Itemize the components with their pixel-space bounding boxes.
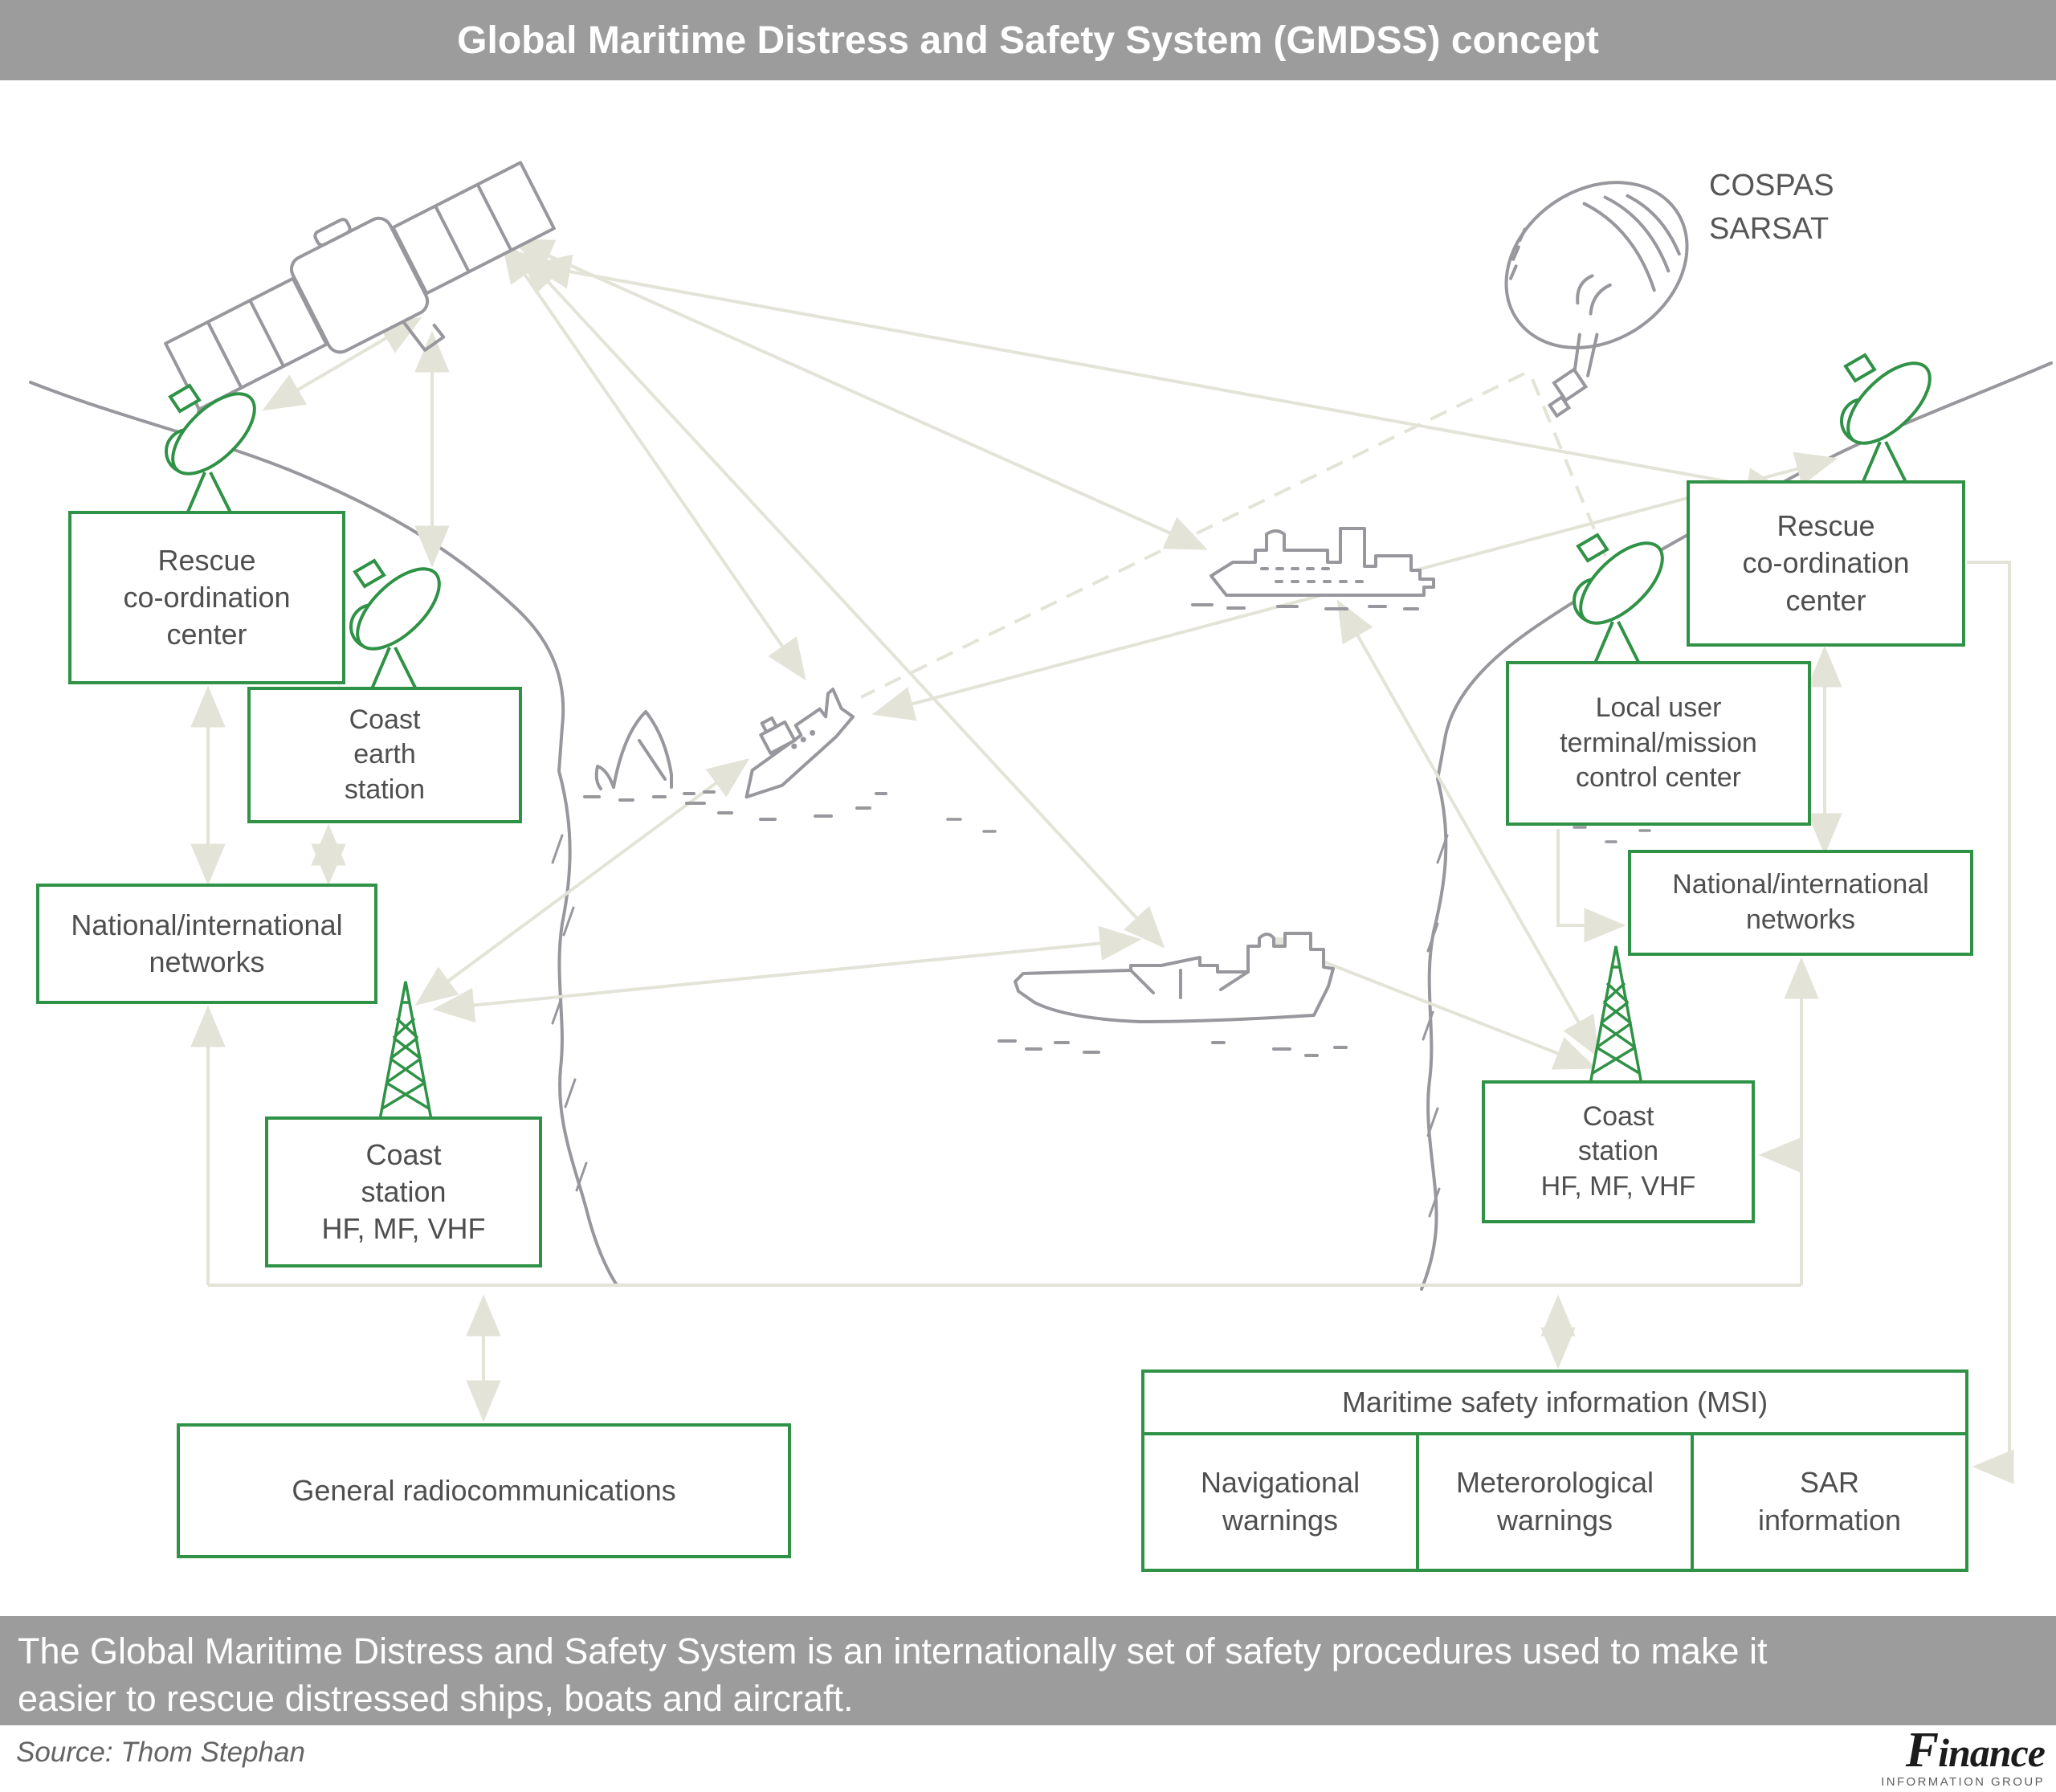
satellite-icon (164, 161, 556, 431)
msi-col-meteorological-warnings: Meterorological warnings (1419, 1435, 1694, 1569)
box-national-international-networks-left: National/international networks (36, 884, 377, 1004)
source-credit: Source: Thom Stephan (16, 1737, 305, 1768)
dish-icon-lut (1565, 528, 1678, 667)
header-bar: Global Maritime Distress and Safety Syst… (0, 0, 2056, 80)
brand-subtitle: INFORMATION GROUP (1881, 1775, 2045, 1789)
link-cospas-distressed-ship (860, 372, 1525, 699)
msi-header: Maritime safety information (MSI) (1144, 1373, 1965, 1435)
radio-tower-icon-left (378, 980, 433, 1121)
box-national-international-networks-right: National/international networks (1628, 850, 1973, 956)
box-label: National/international networks (71, 908, 343, 978)
link-satellite-rcc-dish (262, 316, 422, 411)
rock-icon (583, 710, 696, 802)
link-rescueright-sar (1967, 561, 2014, 1484)
link-satellite-cargo-ship (520, 251, 1165, 949)
distressed-ship-icon (685, 688, 887, 821)
cargo-ship-icon (997, 932, 1348, 1057)
link-cospas-lut-dish (1531, 378, 1609, 563)
coast-hatch-left (551, 834, 588, 1192)
box-local-user-terminal: Local user terminal/mission control cent… (1506, 661, 1811, 826)
link-satellite-ship (511, 239, 1208, 550)
box-coast-station-right: Coast station HF, MF, VHF (1482, 1080, 1755, 1223)
cospas-satellite-icon (1504, 181, 1689, 418)
cospas-sarsat-label: COSPAS SARSAT (1709, 169, 1834, 246)
ship-icon (1191, 527, 1435, 610)
box-coast-station-left: Coast station HF, MF, VHF (265, 1116, 542, 1267)
box-coast-earth-station: Coast earth station (247, 687, 522, 823)
coast-hatch-right (1422, 834, 1449, 1218)
brand-name: Finance (1905, 1723, 2046, 1778)
box-label: Coast station HF, MF, VHF (321, 1137, 486, 1246)
msi-col-navigational-warnings: Navigational warnings (1144, 1435, 1419, 1569)
box-label: Coast station HF, MF, VHF (1540, 1100, 1696, 1202)
link-satellite-distressed-ship (501, 240, 806, 681)
msi-columns: Navigational warnings Meterorological wa… (1144, 1435, 1965, 1569)
box-rescue-coordination-center-left: Rescue co-ordination center (68, 511, 345, 684)
brand-logo: Finance INFORMATION GROUP (1876, 1723, 2046, 1792)
box-label: Coast earth station (344, 704, 426, 805)
link-lut-networks-right (1556, 829, 1626, 943)
page-title: Global Maritime Distress and Safety Syst… (457, 18, 1599, 62)
footer-bar: The Global Maritime Distress and Safety … (0, 1616, 2056, 1725)
box-label: National/international networks (1672, 869, 1929, 935)
box-general-radiocommunications: General radiocommunications (177, 1423, 791, 1558)
dish-icon-rcc-right (1833, 348, 1945, 487)
radio-tower-icon-right (1589, 945, 1643, 1086)
msi-col-sar-information: SAR information (1757, 1466, 1902, 1537)
msi-table: Maritime safety information (MSI) Naviga… (1141, 1370, 1968, 1572)
box-label: General radiocommunications (292, 1473, 676, 1507)
box-rescue-coordination-center-right: Rescue co-ordination center (1687, 480, 1965, 647)
link-tower-cargo-ship (432, 925, 1142, 1023)
footer-caption: The Global Maritime Distress and Safety … (18, 1631, 1768, 1720)
box-label: Rescue co-ordination center (123, 543, 291, 651)
box-label: Rescue co-ordination center (1742, 509, 1910, 617)
dish-icon-rcc-left (157, 378, 270, 517)
box-label: Local user terminal/mission control cent… (1560, 692, 1757, 794)
dish-icon-coast-earth (342, 553, 455, 692)
